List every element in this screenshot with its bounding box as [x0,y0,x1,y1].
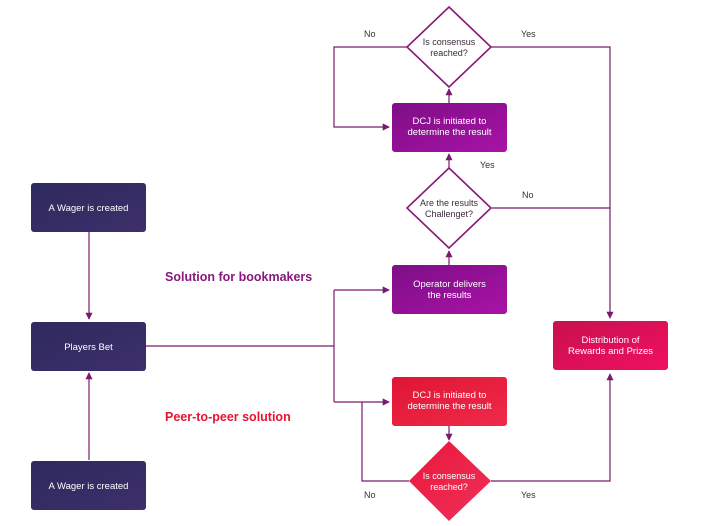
node-distribution-label-2: Rewards and Prizes [568,346,653,357]
decision-challenged-label-2: Challenget? [425,209,473,219]
node-dcj-top: DCJ is initiated to determine the result [392,103,507,152]
label-challenged-no: No [522,190,534,200]
node-players-bet-box [31,322,146,371]
node-players-bet: Players Bet [31,322,146,371]
node-wager-bottom-label: A Wager is created [49,481,129,492]
decision-consensus-bottom-label-2: reached? [430,482,468,492]
node-distribution: Distribution of Rewards and Prizes [553,321,668,370]
node-operator-label-1: Operator delivers [413,279,486,290]
section-bookmakers-heading: Solution for bookmakers [165,270,312,284]
label-consensus-bottom-no: No [364,490,376,500]
edge-consensus-top-yes-to-distribution [491,46,611,208]
node-wager-top-box [31,183,146,232]
node-operator-box [392,265,507,314]
node-wager-bottom: A Wager is created [31,461,146,510]
node-wager-bottom-box [31,461,146,510]
decision-consensus-bottom-shape [409,441,491,521]
edge-challenged-no-to-distribution [492,207,614,319]
node-operator: Operator delivers the results [392,265,507,314]
section-p2p-heading: Peer-to-peer solution [165,410,291,424]
label-challenged-yes: Yes [480,160,495,170]
decision-challenged: Are the results Challenget? [405,166,493,250]
decision-challenged-shape [405,166,493,250]
node-dcj-bottom-label-2: determine the result [408,401,492,412]
decision-consensus-top-label-2: reached? [430,48,468,58]
edge-consensus-bottom-yes-to-distribution [491,373,614,482]
label-consensus-bottom-yes: Yes [521,490,536,500]
node-dcj-top-box [392,103,507,152]
label-consensus-top-no: No [364,29,376,39]
decision-consensus-top: Is consensus reached? [405,5,493,89]
node-dcj-top-label-1: DCJ is initiated to [413,116,487,127]
edge-labels: No Yes Yes No No Yes [364,29,536,500]
node-operator-label-2: the results [428,290,472,301]
edge-consensus-top-no-loop [333,46,407,131]
decision-consensus-top-shape [405,5,493,89]
label-consensus-top-yes: Yes [521,29,536,39]
node-distribution-box [553,321,668,370]
decision-consensus-top-label-1: Is consensus [423,37,476,47]
decision-challenged-label-1: Are the results [420,198,479,208]
node-wager-top-label: A Wager is created [49,203,129,214]
node-dcj-bottom: DCJ is initiated to determine the result [392,377,507,426]
node-wager-top: A Wager is created [31,183,146,232]
node-players-bet-label: Players Bet [64,342,113,353]
node-dcj-bottom-label-1: DCJ is initiated to [413,390,487,401]
connectors [85,46,614,482]
decision-consensus-bottom-label-1: Is consensus [423,471,476,481]
node-distribution-label-1: Distribution of [581,335,639,346]
decision-consensus-bottom: Is consensus reached? [409,441,491,521]
edge-consensus-bottom-no-loop [361,402,409,482]
node-dcj-bottom-box [392,377,507,426]
node-dcj-top-label-2: determine the result [408,127,492,138]
